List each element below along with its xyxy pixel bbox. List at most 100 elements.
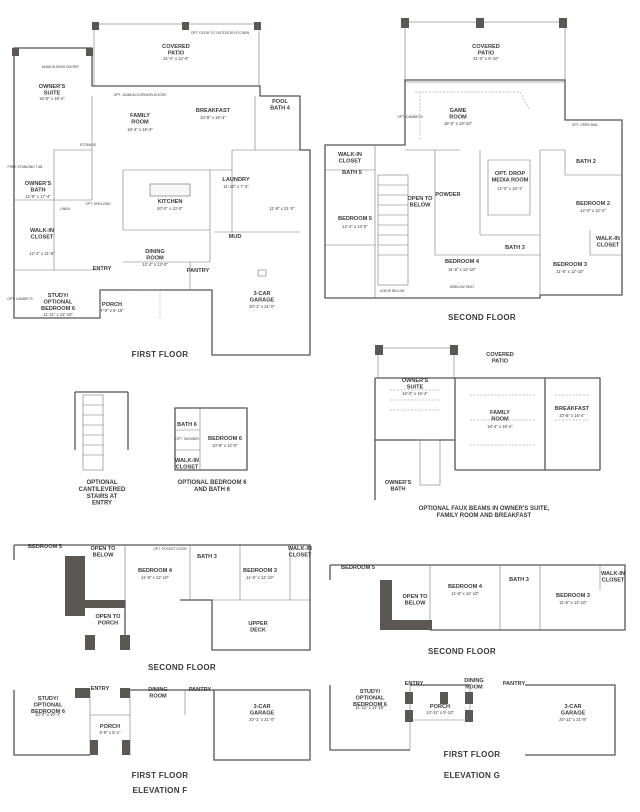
second-floor-caption: SECOND FLOOR bbox=[448, 313, 516, 322]
ff-porch-dim: 7'-0" x 6'-10" bbox=[100, 308, 124, 313]
ff-laundry-label: LAUNDRY bbox=[222, 177, 249, 183]
ff-kitchen-dim: 20'-0" x 13'-0" bbox=[157, 206, 183, 211]
fb-breakfast-dim: 10'-8" x 16'-4" bbox=[559, 413, 585, 418]
eg2-bedroom3-dim: 11'-6" x 12'-10" bbox=[559, 600, 587, 605]
b6-opt-shower-label: OPT. SHOWER bbox=[175, 437, 199, 441]
first-floor-caption: FIRST FLOOR bbox=[132, 350, 189, 359]
elev-g-second-plan bbox=[329, 564, 626, 631]
ff-storage-label: STORAGE bbox=[80, 143, 97, 147]
ef1-porch-dim: 5'-8" x 6'-1" bbox=[99, 730, 121, 735]
sf-bath5-label: BATH 5 bbox=[342, 170, 362, 176]
eg1-pantry-label: PANTRY bbox=[503, 681, 526, 687]
eg2-bedroom4-dim: 11'-8" x 12'-10" bbox=[451, 591, 479, 596]
ff-owners-suite-dim: 16'-0" x 16'-4" bbox=[39, 96, 65, 101]
ff-mud-label: MUD bbox=[229, 234, 242, 240]
first-floor-plan bbox=[12, 22, 311, 356]
sf-powder-label: POWDER bbox=[435, 192, 460, 198]
ef2-opt-pocket-door-label: OPT. POCKET DOOR bbox=[153, 547, 187, 551]
sf-bedroom4-label: BEDROOM 4 bbox=[445, 259, 480, 265]
sf-bath3-label: BATH 3 bbox=[505, 245, 525, 251]
ff-opt-shelving-label: OPT. SHELVING bbox=[85, 202, 111, 206]
elev-g-caption: ELEVATION G bbox=[444, 771, 500, 780]
ff-linen-label: LINEN bbox=[60, 207, 71, 211]
elev-g-first-plan bbox=[329, 684, 616, 756]
ef1-entry-label: ENTRY bbox=[91, 686, 110, 692]
ef2-bath3-label: BATH 3 bbox=[197, 554, 217, 560]
ef2-bedroom4-label: BEDROOM 4 bbox=[138, 568, 173, 574]
eg1-study-dim: 11'-11" x 11'-10" bbox=[355, 705, 385, 710]
ff-porch-label: PORCH bbox=[102, 302, 122, 308]
sf-opt-cabinets-label: OPT. CABINETS bbox=[397, 115, 423, 119]
sf-bedroom3-dim: 11'-6" x 12'-10" bbox=[556, 269, 584, 274]
ef2-bedroom4-dim: 11'-8" x 12'-10" bbox=[141, 575, 169, 580]
b6-bedroom6-dim: 10'-8" x 12'-0" bbox=[212, 443, 238, 448]
optional-stairs-plan bbox=[74, 391, 129, 471]
fb-owners-suite-dim: 16'-0" x 16'-4" bbox=[402, 391, 428, 396]
sf-ledge-label: LEDGE BELOW bbox=[380, 289, 405, 293]
ef1-garage-dim: 20'-1" x 21'-0" bbox=[249, 717, 275, 722]
faux-beams-plan bbox=[374, 345, 601, 500]
ff-covered-patio-dim: 31'-0" x 12'-0" bbox=[163, 56, 189, 61]
ff-owners-bath-dim: 12'-8" x 17'-4" bbox=[25, 194, 51, 199]
elev-g-second-caption: SECOND FLOOR bbox=[428, 647, 496, 656]
sf-media-room-dim: 12'-0" x 10'-1" bbox=[497, 186, 523, 191]
sf-bedroom5-dim: 12'-4" x 13'-0" bbox=[342, 224, 368, 229]
elev-g-first-caption: FIRST FLOOR bbox=[444, 750, 501, 759]
ff-laundry-dim: 11'-10" x 7'-3" bbox=[223, 184, 249, 189]
ff-opt-slider-label: OPT. 16468 ACCORDION DOORS bbox=[114, 93, 167, 97]
eg1-porch-label: PORCH bbox=[430, 704, 450, 710]
ef1-pantry-label: PANTRY bbox=[189, 687, 212, 693]
ff-breakfast-label: BREAKFAST bbox=[196, 108, 231, 114]
sf-bedroom5-label: BEDROOM 5 bbox=[338, 216, 372, 222]
sf-game-room-dim: 19'-0" x 19'-10" bbox=[444, 121, 473, 126]
elev-f-second-plan bbox=[13, 544, 311, 651]
sf-bedroom4-dim: 11'-8" x 12'-10" bbox=[448, 267, 476, 272]
ff-slider-label: 16468 SLIDING DOORS bbox=[41, 65, 79, 69]
eg1-garage-dim: 20'-11" x 21'-9" bbox=[559, 717, 587, 722]
ef1-porch-label: PORCH bbox=[100, 724, 120, 730]
optional-bedroom6-plan bbox=[174, 407, 248, 471]
elev-f-first-plan bbox=[13, 688, 311, 761]
fb-family-room-dim: 18'-4" x 16'-4" bbox=[487, 424, 513, 429]
second-floor-plan bbox=[324, 18, 623, 299]
ff-pantry-label: PANTRY bbox=[187, 268, 210, 274]
eg2-bedroom3-label: BEDROOM 3 bbox=[556, 593, 590, 599]
ef2-bedroom3-label: BEDROOM 3 bbox=[243, 568, 277, 574]
eg1-porch-dim: 13'-11" x 5'-10" bbox=[426, 710, 454, 715]
faux-beams-caption: OPTIONAL FAUX BEAMS IN OWNER'S SUITE,FAM… bbox=[419, 506, 550, 519]
elev-f-second-caption: SECOND FLOOR bbox=[148, 663, 216, 672]
b6-bedroom6-label: BEDROOM 6 bbox=[208, 436, 242, 442]
ff-dining-dim: 12'-4" x 13'-0" bbox=[142, 262, 168, 267]
ff-garage-dim: 20'-1" x 21'-0" bbox=[249, 304, 275, 309]
ff-opt-door-label: OPT. DOOR TO OUTDOOR KITCHEN bbox=[191, 31, 250, 35]
ef2-bedroom3-dim: 11'-6" x 12'-10" bbox=[246, 575, 274, 580]
sf-covered-patio-dim: 31'-0" x 6'-10" bbox=[473, 56, 499, 61]
ff-entry-label: ENTRY bbox=[93, 266, 112, 272]
ff-opt-cabinets-label: OPT. CABINETS bbox=[7, 297, 33, 301]
